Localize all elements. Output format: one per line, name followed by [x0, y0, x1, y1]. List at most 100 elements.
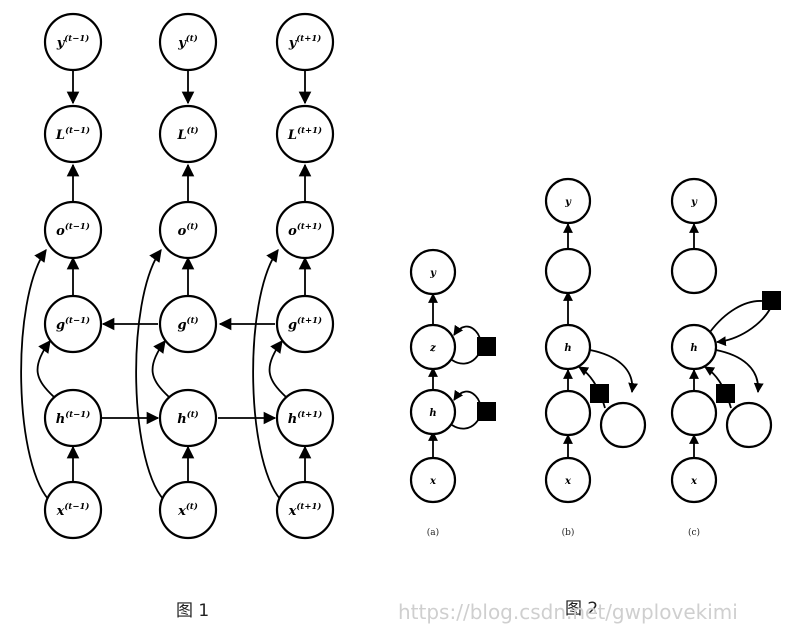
node-x-sup: (t+1)	[296, 501, 321, 512]
node-h-label: h	[564, 343, 571, 354]
node-delayed-hidden	[725, 401, 773, 449]
node-y-label: y	[177, 36, 187, 51]
node-g-sup: (t−1)	[65, 315, 90, 326]
svg-text:L(t): L(t)	[176, 125, 198, 143]
node-L	[158, 104, 218, 164]
node-h-label: h	[56, 412, 65, 427]
node-h-sup: (t+1)	[297, 409, 322, 420]
svg-text:g(t+1): g(t+1)	[288, 315, 322, 333]
node-x-sup: (t)	[186, 501, 198, 512]
edge-feedback-square-to-h	[716, 308, 771, 347]
edge-x-to-o-1	[135, 248, 168, 504]
svg-text:o(t−1): o(t−1)	[56, 221, 90, 239]
node-h	[544, 323, 592, 371]
node-y	[275, 12, 335, 72]
node-z	[409, 323, 457, 371]
svg-text:x(t): x(t)	[177, 501, 198, 519]
node-y-label: y	[288, 36, 298, 51]
node-o-sup: (t+1)	[297, 221, 322, 232]
node-y-sup: (t+1)	[296, 33, 321, 44]
node-y	[544, 177, 592, 225]
node-hidden-input	[670, 389, 718, 437]
edge-h-to-delay-node	[715, 349, 764, 393]
node-x-label: x	[564, 476, 572, 487]
node-g-sup: (t+1)	[297, 315, 322, 326]
edge-z-self-loop	[451, 324, 482, 365]
column-t-minus-1: y(t−1) L(t−1) o(t−1) g(t−1) h(t−1) x(t−1…	[43, 12, 103, 540]
node-g	[43, 294, 103, 354]
svg-text:h(t): h(t)	[177, 409, 198, 427]
edge-delay-node-to-h	[578, 366, 606, 409]
figure-2b: y h x (b)	[544, 177, 647, 538]
node-hidden-output	[670, 247, 718, 295]
node-delayed-hidden	[599, 401, 647, 449]
node-g	[158, 294, 218, 354]
node-L	[275, 104, 335, 164]
node-L	[43, 104, 103, 164]
node-o	[275, 200, 335, 260]
node-x	[158, 480, 218, 540]
node-y	[158, 12, 218, 72]
edge-h-to-feedback-square	[709, 300, 763, 333]
node-hidden-output	[544, 247, 592, 295]
delay-square	[762, 291, 781, 310]
node-g-label: g	[56, 318, 65, 333]
edge-h-to-delay-node	[589, 349, 639, 393]
node-x-label: x	[56, 504, 65, 519]
node-x-label: x	[429, 476, 437, 487]
node-z-label: z	[429, 343, 436, 354]
delay-square	[477, 337, 496, 356]
node-g	[275, 294, 335, 354]
subfigure-label-c: (c)	[688, 527, 700, 538]
svg-text:o(t+1): o(t+1)	[288, 221, 322, 239]
node-y-label: y	[56, 36, 66, 51]
node-h-label: h	[177, 412, 186, 427]
node-x-label: x	[177, 504, 186, 519]
edge-h-to-g-1	[151, 339, 170, 398]
node-y-label: y	[429, 268, 437, 279]
edge-x-to-o-2	[252, 248, 285, 504]
node-g-label: g	[177, 318, 186, 333]
node-L-sup: (t)	[187, 125, 199, 136]
node-g-label: g	[288, 318, 297, 333]
edge-x-to-o-0	[20, 248, 53, 504]
edge-h-to-g-0	[36, 339, 55, 398]
node-x	[409, 456, 457, 504]
svg-text:x(t+1): x(t+1)	[288, 501, 322, 519]
node-hidden-input	[544, 389, 592, 437]
svg-text:g(t−1): g(t−1)	[56, 315, 90, 333]
column-t: y(t) L(t) o(t) g(t) h(t) x(t)	[158, 12, 218, 540]
node-x	[670, 456, 718, 504]
node-h	[670, 323, 718, 371]
edge-h-self-loop	[451, 389, 482, 430]
node-y	[670, 177, 718, 225]
svg-text:y(t−1): y(t−1)	[56, 33, 90, 51]
node-o	[158, 200, 218, 260]
node-y-label: y	[690, 197, 698, 208]
node-h-label: h	[288, 412, 297, 427]
svg-text:L(t+1): L(t+1)	[287, 125, 322, 143]
column-t-plus-1: y(t+1) L(t+1) o(t+1) g(t+1) h(t+1) x(t+1…	[275, 12, 335, 540]
svg-text:h(t+1): h(t+1)	[288, 409, 322, 427]
node-h-label: h	[429, 408, 436, 419]
edge-h-to-g-2	[268, 339, 287, 398]
figure-1-unfolded-rnn: y(t−1) L(t−1) o(t−1) g(t−1) h(t−1) x(t−1…	[20, 12, 335, 540]
node-g-sup: (t)	[187, 315, 199, 326]
node-o-label: o	[178, 224, 187, 239]
svg-text:o(t): o(t)	[178, 221, 199, 239]
node-y	[409, 248, 457, 296]
watermark-text: https://blog.csdn.net/gwplovekimi	[398, 600, 738, 624]
svg-text:L(t−1): L(t−1)	[55, 125, 90, 143]
delay-square	[590, 384, 609, 403]
figure-1-caption: 图 1	[176, 601, 210, 621]
node-x	[43, 480, 103, 540]
subfigure-label-b: (b)	[562, 527, 575, 538]
node-L-label: L	[176, 128, 186, 143]
node-h-sup: (t−1)	[65, 409, 90, 420]
node-x-label: x	[690, 476, 698, 487]
node-x	[544, 456, 592, 504]
node-o-label: o	[288, 224, 297, 239]
node-x-sup: (t−1)	[64, 501, 89, 512]
subfigure-label-a: (a)	[427, 527, 439, 538]
